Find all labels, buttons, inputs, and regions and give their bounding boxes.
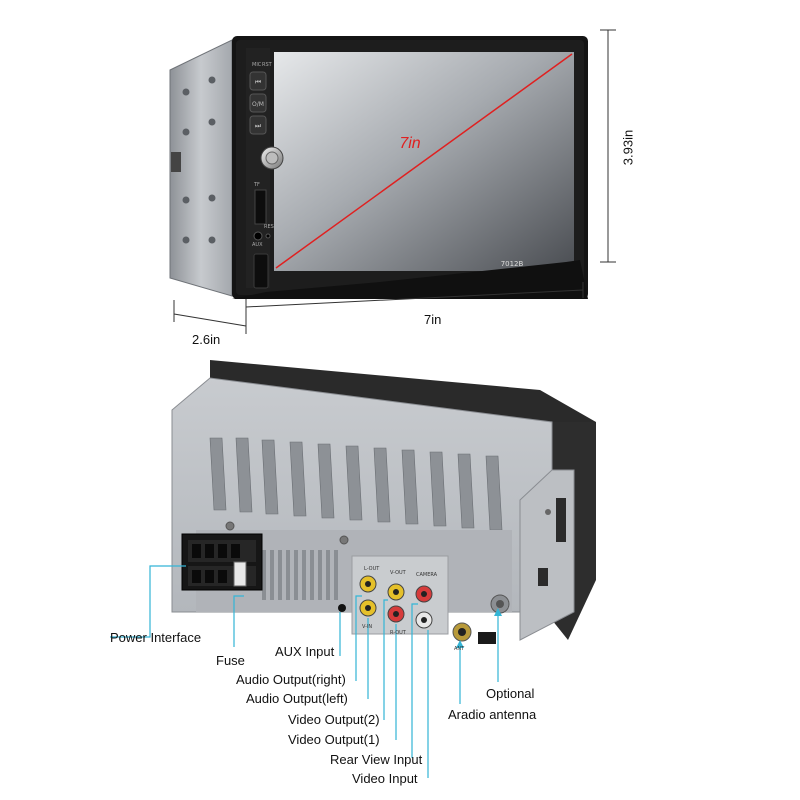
label-rear-view-input: Rear View Input [330, 752, 423, 767]
marking-camera: CAMERA [416, 572, 438, 578]
marking-r-out: R-OUT [390, 630, 407, 636]
label-audio-output-left: Audio Output(left) [246, 691, 348, 706]
label-optional: Optional [486, 686, 535, 701]
marking-video-in: V-IN [362, 624, 372, 630]
aux-label: AUX [252, 242, 263, 248]
power-mode-button[interactable] [249, 93, 267, 113]
callout-lines [110, 565, 499, 778]
res-label: RES [264, 224, 274, 230]
marking-audio-out: L-OUT [364, 566, 380, 572]
fuse [233, 561, 247, 587]
heatsink-fins [209, 437, 503, 531]
front-unit: ⏮ O/M ⏭ [169, 36, 588, 299]
tf-card-slot[interactable] [254, 189, 267, 225]
callout-arrows [456, 608, 502, 648]
marking-video-out: V-OUT [390, 570, 407, 576]
mic-label: MIC [252, 62, 262, 68]
width-dimension-line [245, 289, 584, 308]
label-video-output-1: Video Output(1) [288, 732, 380, 747]
rca-row-1 [359, 575, 433, 603]
rear-aux-jack[interactable] [338, 604, 346, 612]
vent-slots [262, 550, 338, 600]
svg-text:O/M: O/M [252, 101, 264, 108]
svg-text:⏮: ⏮ [255, 78, 261, 86]
width-dimension-label: 7in [424, 312, 442, 327]
depth-dimension-label: 2.6in [192, 332, 221, 347]
label-video-output-2: Video Output(2) [288, 712, 380, 727]
rca-row-2 [359, 599, 433, 629]
label-aradio-antenna: Aradio antenna [448, 707, 537, 722]
rst-label: RST [262, 62, 273, 68]
height-dimension-label: 3.93in [620, 129, 636, 166]
label-power-interface: Power Interface [110, 630, 202, 645]
label-fuse: Fuse [216, 653, 245, 668]
chassis-holes [171, 76, 216, 244]
rear-unit [171, 360, 596, 644]
power-connector[interactable] [181, 533, 263, 591]
next-button[interactable] [249, 115, 267, 135]
usb-port[interactable] [253, 253, 269, 289]
label-video-input: Video Input [352, 771, 418, 786]
model-label: 7012B [501, 260, 524, 268]
side-chassis [169, 39, 233, 297]
dimension-lines [173, 29, 616, 334]
diagonal-line [275, 53, 573, 269]
screen-size-label: 7in [399, 135, 420, 152]
tf-label: TF [253, 182, 260, 188]
marking-antenna: ANT [454, 646, 465, 652]
svg-text:⏭: ⏭ [255, 122, 262, 130]
label-audio-output-right: Audio Output(right) [236, 672, 346, 687]
front-aux-jack[interactable] [253, 231, 263, 241]
label-aux-input: AUX Input [275, 644, 335, 659]
prev-button[interactable] [249, 71, 267, 91]
